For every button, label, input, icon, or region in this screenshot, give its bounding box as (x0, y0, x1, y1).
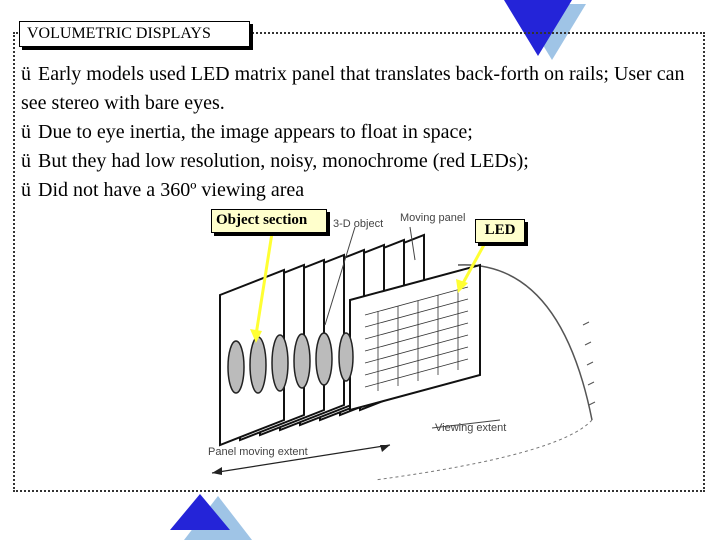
bullet-item: ü Did not have a 360º viewing area (21, 176, 701, 205)
viewing-dome-hatch (582, 321, 596, 406)
slide-frame (13, 32, 705, 492)
callout-arrowhead-object (250, 329, 262, 343)
checkmark-icon: ü (21, 121, 31, 143)
bullet-text: Did not have a 360º viewing area (38, 179, 305, 201)
viewing-dome-outline (457, 264, 593, 421)
checkmark-icon: ü (21, 179, 31, 201)
callout-object-section: Object section (211, 209, 327, 233)
panel-leader-line (409, 226, 416, 261)
object-sections (227, 332, 354, 394)
object-section (338, 332, 354, 382)
extent-arrowhead-right (380, 445, 390, 452)
callout-led: LED (475, 219, 525, 243)
object-section (249, 336, 267, 394)
extent-arrowhead-left (212, 467, 222, 475)
figure-drawing (211, 226, 596, 481)
callout-arrow-led (460, 242, 487, 286)
slide-title: VOLUMETRIC DISPLAYS (19, 21, 250, 47)
bullet-item: ü Due to eye inertia, the image appears t… (21, 118, 701, 147)
label-viewing-extent: Viewing extent (435, 422, 507, 434)
decorative-triangle-bottom (170, 494, 230, 530)
volumetric-display-figure: 3-D object Moving panel Viewing extent P… (200, 205, 600, 495)
callout-arrow-object (254, 232, 274, 336)
object-section (315, 332, 333, 386)
object-section (227, 340, 245, 394)
bullet-text: Early models used LED matrix panel that … (21, 63, 685, 114)
bullet-text: Due to eye inertia, the image appears to… (38, 121, 473, 143)
extent-arrow (211, 444, 391, 474)
led-grid (364, 286, 469, 391)
decorative-triangle-top (504, 0, 572, 56)
object-leader-line (324, 226, 356, 326)
label-moving-panel: Moving panel (400, 212, 466, 224)
bullet-text: But they had low resolution, noisy, mono… (38, 150, 529, 172)
viewing-dome-base (374, 419, 593, 481)
viewing-leader-line (431, 419, 501, 429)
object-section (293, 333, 311, 389)
object-section (271, 334, 289, 392)
bullet-item: ü But they had low resolution, noisy, mon… (21, 147, 701, 176)
callout-arrowhead-led (456, 279, 468, 293)
label-3d-object: 3-D object (333, 218, 384, 230)
checkmark-icon: ü (21, 150, 31, 172)
label-panel-moving-extent: Panel moving extent (208, 446, 308, 458)
checkmark-icon: ü (21, 63, 31, 85)
